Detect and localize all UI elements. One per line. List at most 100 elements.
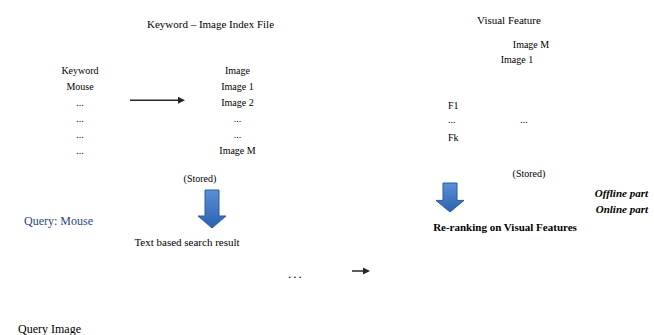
text-slot: Image — [185, 60, 290, 78]
image-cell: Image — [185, 57, 290, 80]
text-slot: Image 1 — [442, 49, 592, 67]
image-cell: Image 1 — [185, 73, 290, 96]
query-image-frame — [29, 247, 71, 295]
card-title: Image M — [513, 39, 549, 51]
flow-arrow — [198, 190, 226, 228]
text-slot: ... — [504, 109, 544, 127]
image-cell: ... — [185, 121, 290, 144]
cell-text: Image M — [219, 145, 255, 157]
keyword-cell: ... — [30, 89, 130, 112]
leader-arrow — [32, 295, 40, 317]
text-slot: Image 2 — [185, 92, 290, 110]
cell-text: ... — [76, 145, 84, 157]
box-title: Text based search result — [134, 236, 239, 249]
text-slot: Image M — [456, 34, 606, 52]
part-label: Offline part — [595, 187, 648, 200]
text-slot: ... — [30, 92, 130, 110]
flow-arrow — [436, 183, 464, 212]
index-panel: Keyword – Image Index File (Stored) Keywor… — [18, 4, 403, 190]
cell-text: ... — [76, 129, 84, 141]
cell-text: Image 2 — [221, 97, 254, 109]
feature-name: F1 — [448, 100, 459, 112]
stored-note: (Stored) — [513, 168, 546, 180]
index-panel-fill — [18, 4, 403, 190]
query-heading: Query: Mouse — [24, 215, 93, 229]
text-slot: (Stored) — [150, 168, 250, 186]
text-slot: Image M — [185, 140, 290, 158]
feature-bars — [470, 97, 578, 140]
panel-title: Keyword – Image Index File — [147, 18, 274, 31]
cell-text: ... — [76, 113, 84, 125]
animal-mouse — [175, 263, 232, 292]
cell-text: ... — [234, 129, 242, 141]
keyword-cell: ... — [30, 121, 130, 144]
wired-black-mouse — [80, 254, 123, 294]
wired-blue-mouse — [124, 259, 170, 298]
cell-text: ... — [234, 113, 242, 125]
mouse-icon — [377, 238, 435, 302]
stored-note: (Stored) — [184, 173, 217, 185]
text-slot: Text based search result — [22, 232, 352, 250]
connector-arrow — [130, 97, 185, 104]
mouse-icon — [30, 249, 71, 296]
image-cell: Image M — [185, 137, 290, 160]
ellipsis: ... — [448, 114, 456, 126]
text-slot: (Stored) — [479, 163, 579, 181]
mouse-icon — [232, 246, 277, 301]
text-slot: Mouse — [30, 76, 130, 94]
text-slot: Keyword – Image Index File — [18, 14, 403, 32]
text-slot: Offline part — [540, 183, 648, 201]
cell-text: ... — [76, 97, 84, 109]
text-slot: Query Image — [18, 319, 138, 335]
cell-text: Image 1 — [221, 81, 254, 93]
arrow-head — [178, 97, 185, 104]
text-slot: ... — [30, 108, 130, 126]
arrow-line — [352, 270, 363, 272]
mouse-icon — [572, 238, 632, 302]
arrow-head — [363, 268, 370, 275]
feature-panel-fill — [418, 2, 640, 183]
text-slot: Query: Mouse — [24, 211, 174, 229]
text-slot: ... — [288, 264, 332, 282]
feature-panel: Visual Feature(Stored)Image MImage 1F1..… — [418, 2, 640, 183]
text-slot: Re-ranking on Visual Features — [370, 217, 640, 235]
part-label: Online part — [596, 203, 648, 216]
image-card: Image M — [456, 32, 606, 150]
text-slot: F1 — [448, 95, 468, 113]
cell-text: Keyword — [61, 65, 98, 77]
text-slot: ... — [30, 140, 130, 158]
box-title: Re-ranking on Visual Features — [433, 221, 577, 234]
keyword-cell: Mouse — [30, 73, 130, 96]
text-slot: Fk — [448, 127, 468, 145]
text-slot: ... — [448, 109, 468, 127]
cell-text: Image — [225, 65, 250, 77]
callout-label: Query Image — [18, 323, 81, 335]
image-card: Image 1 F1...... Fk — [442, 46, 592, 158]
arrow-line — [130, 100, 178, 102]
ellipsis: ... — [288, 267, 304, 282]
keyword-cell: ... — [30, 137, 130, 160]
cell-text: Mouse — [66, 81, 93, 93]
image-cell: Image 2 — [185, 89, 290, 112]
block-arrow — [198, 190, 226, 228]
rerank-box: Re-ranking on Visual Features — [370, 212, 640, 318]
mouse-icon — [505, 64, 529, 91]
block-arrow — [436, 183, 464, 212]
text-slot: ... — [185, 108, 290, 126]
text-slot: ... — [185, 124, 290, 142]
ellipsis: ... — [520, 114, 528, 126]
stacked-card — [468, 22, 618, 140]
mouse-icon — [517, 246, 556, 299]
text-slot: ... — [30, 124, 130, 142]
feature-name: Fk — [448, 132, 459, 144]
keyword-cell: Keyword — [30, 57, 130, 80]
card-title: Image 1 — [501, 54, 534, 66]
dashed-divider — [0, 197, 654, 198]
text-slot: Keyword — [30, 60, 130, 78]
mouse-icon — [439, 236, 496, 303]
image-cell: ... — [185, 105, 290, 128]
